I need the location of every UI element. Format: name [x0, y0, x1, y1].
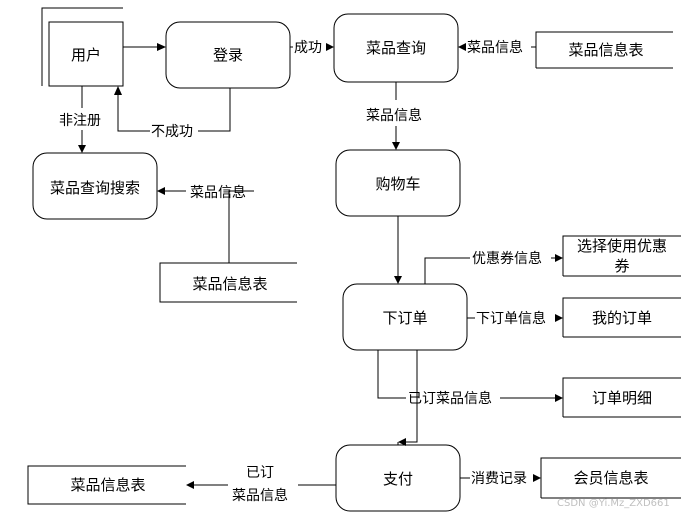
flow-ordered-dish-info-label: 已订菜品信息 — [408, 390, 492, 407]
entity-member-table[interactable]: 会员信息表 — [540, 457, 681, 499]
entity-dish-table-bottom-label: 菜品信息表 — [70, 476, 145, 494]
process-place-order[interactable]: 下订单 — [342, 283, 468, 351]
entity-dish-table-bottom[interactable]: 菜品信息表 — [27, 465, 186, 505]
flow-consume-record-label: 消费记录 — [471, 471, 527, 487]
flow-ordered-dish-info: 已订菜品信息 — [377, 350, 563, 407]
flow-dish-info-to-search: 菜品信息 — [157, 184, 254, 263]
flow-user-to-login — [123, 43, 166, 51]
process-login[interactable]: 登录 — [165, 21, 291, 89]
flow-dish-info-to-search-label: 菜品信息 — [190, 184, 246, 201]
process-payment[interactable]: 支付 — [335, 444, 461, 512]
process-cart[interactable]: 购物车 — [335, 149, 461, 217]
flow-payment-to-dish-table: 已订 菜品信息 — [186, 465, 336, 504]
flow-login-fail: 不成功 — [114, 86, 231, 140]
entity-dish-table-mid[interactable]: 菜品信息表 — [159, 262, 297, 303]
flow-coupon-label: 优惠券信息 — [472, 250, 542, 267]
process-dish-search[interactable]: 菜品查询搜索 — [32, 152, 158, 220]
flow-dish-info-to-query-label: 菜品信息 — [467, 39, 523, 56]
flow-dish-info-down-label: 菜品信息 — [366, 107, 422, 124]
flow-success-label: 成功 — [294, 40, 322, 56]
flow-dish-info-to-query: 菜品信息 — [458, 39, 536, 56]
entity-member-table-label: 会员信息表 — [573, 469, 648, 487]
process-dish-query-label: 菜品查询 — [366, 39, 426, 57]
flow-unregistered-label: 非注册 — [59, 113, 101, 129]
watermark: CSDN @Yi.Mz_ZXD661 — [557, 498, 670, 509]
flow-order-info-label: 下订单信息 — [476, 310, 546, 327]
flow-ordered-label-2: 菜品信息 — [232, 487, 288, 504]
process-place-order-label: 下订单 — [382, 309, 427, 327]
process-payment-label: 支付 — [383, 470, 413, 488]
entity-order-detail[interactable]: 订单明细 — [562, 377, 681, 418]
flow-coupon: 优惠券信息 — [424, 250, 563, 284]
entity-coupon-label-1: 选择使用优惠 — [577, 237, 667, 255]
entity-user[interactable]: 用户 — [41, 7, 124, 87]
flow-ordered-label-1: 已订 — [246, 465, 274, 481]
flow-cart-to-order — [394, 216, 402, 284]
process-dish-search-label: 菜品查询搜索 — [50, 179, 140, 197]
entity-my-orders[interactable]: 我的订单 — [562, 297, 681, 338]
entity-coupon-label-2: 券 — [614, 257, 629, 275]
flow-order-info: 下订单信息 — [467, 310, 563, 327]
entity-user-label: 用户 — [71, 46, 101, 64]
flow-unregistered: 非注册 — [59, 86, 101, 153]
flow-dish-info-down: 菜品信息 — [366, 82, 422, 150]
flow-order-to-payment — [397, 350, 418, 446]
flow-login-success: 成功 — [290, 40, 334, 56]
entity-dish-table-top-label: 菜品信息表 — [568, 41, 643, 59]
flow-consume-record: 消费记录 — [460, 471, 541, 487]
entity-dish-table-mid-label: 菜品信息表 — [192, 275, 267, 293]
process-login-label: 登录 — [213, 46, 243, 64]
entity-my-orders-label: 我的订单 — [592, 309, 652, 327]
entity-coupon[interactable]: 选择使用优惠 券 — [562, 235, 681, 277]
flow-fail-label: 不成功 — [151, 124, 193, 140]
entity-dish-table-top[interactable]: 菜品信息表 — [535, 31, 673, 69]
process-dish-query[interactable]: 菜品查询 — [333, 13, 459, 83]
entity-order-detail-label: 订单明细 — [592, 389, 652, 407]
process-cart-label: 购物车 — [375, 175, 420, 193]
